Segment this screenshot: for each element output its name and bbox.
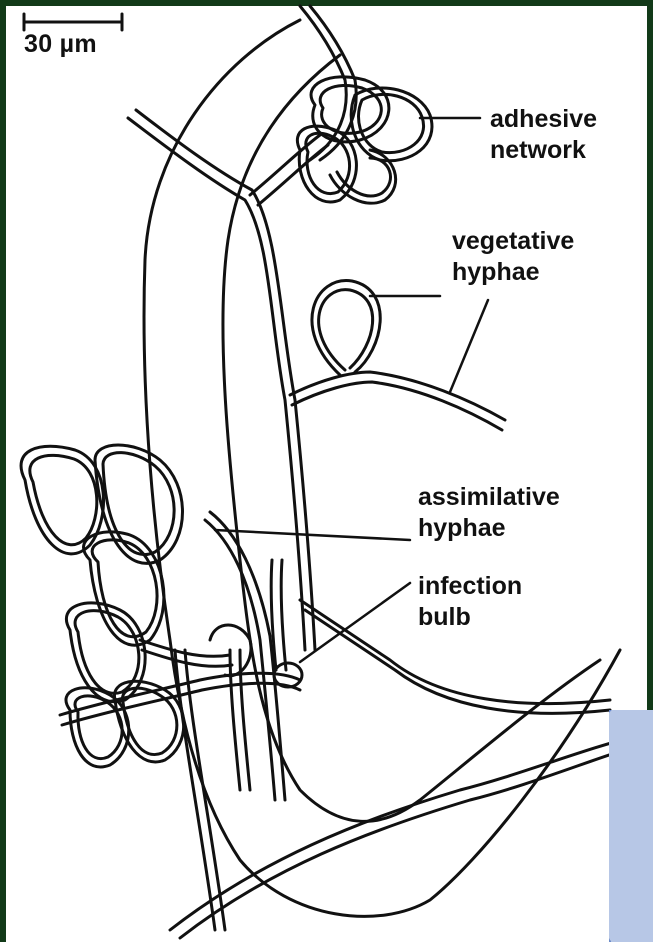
label-line: vegetative	[452, 226, 574, 257]
label-adhesive-network: adhesive network	[490, 104, 597, 166]
scale-bar-label: 30 µm	[24, 30, 97, 59]
label-line: adhesive	[490, 104, 597, 135]
label-line: hyphae	[452, 257, 574, 288]
label-vegetative-hyphae: vegetative hyphae	[452, 226, 574, 288]
label-infection-bulb: infection bulb	[418, 571, 522, 633]
adhesive-network-left	[21, 445, 300, 767]
label-line: assimilative	[418, 482, 560, 513]
label-assimilative-hyphae: assimilative hyphae	[418, 482, 560, 544]
adhesive-network-top	[297, 77, 432, 203]
scale-bar	[24, 14, 122, 30]
micrograph-thumbnail	[609, 710, 653, 942]
vegetative-branch	[290, 281, 505, 430]
label-line: hyphae	[418, 513, 560, 544]
label-line: infection	[418, 571, 522, 602]
label-line: network	[490, 135, 597, 166]
label-line: bulb	[418, 602, 522, 633]
